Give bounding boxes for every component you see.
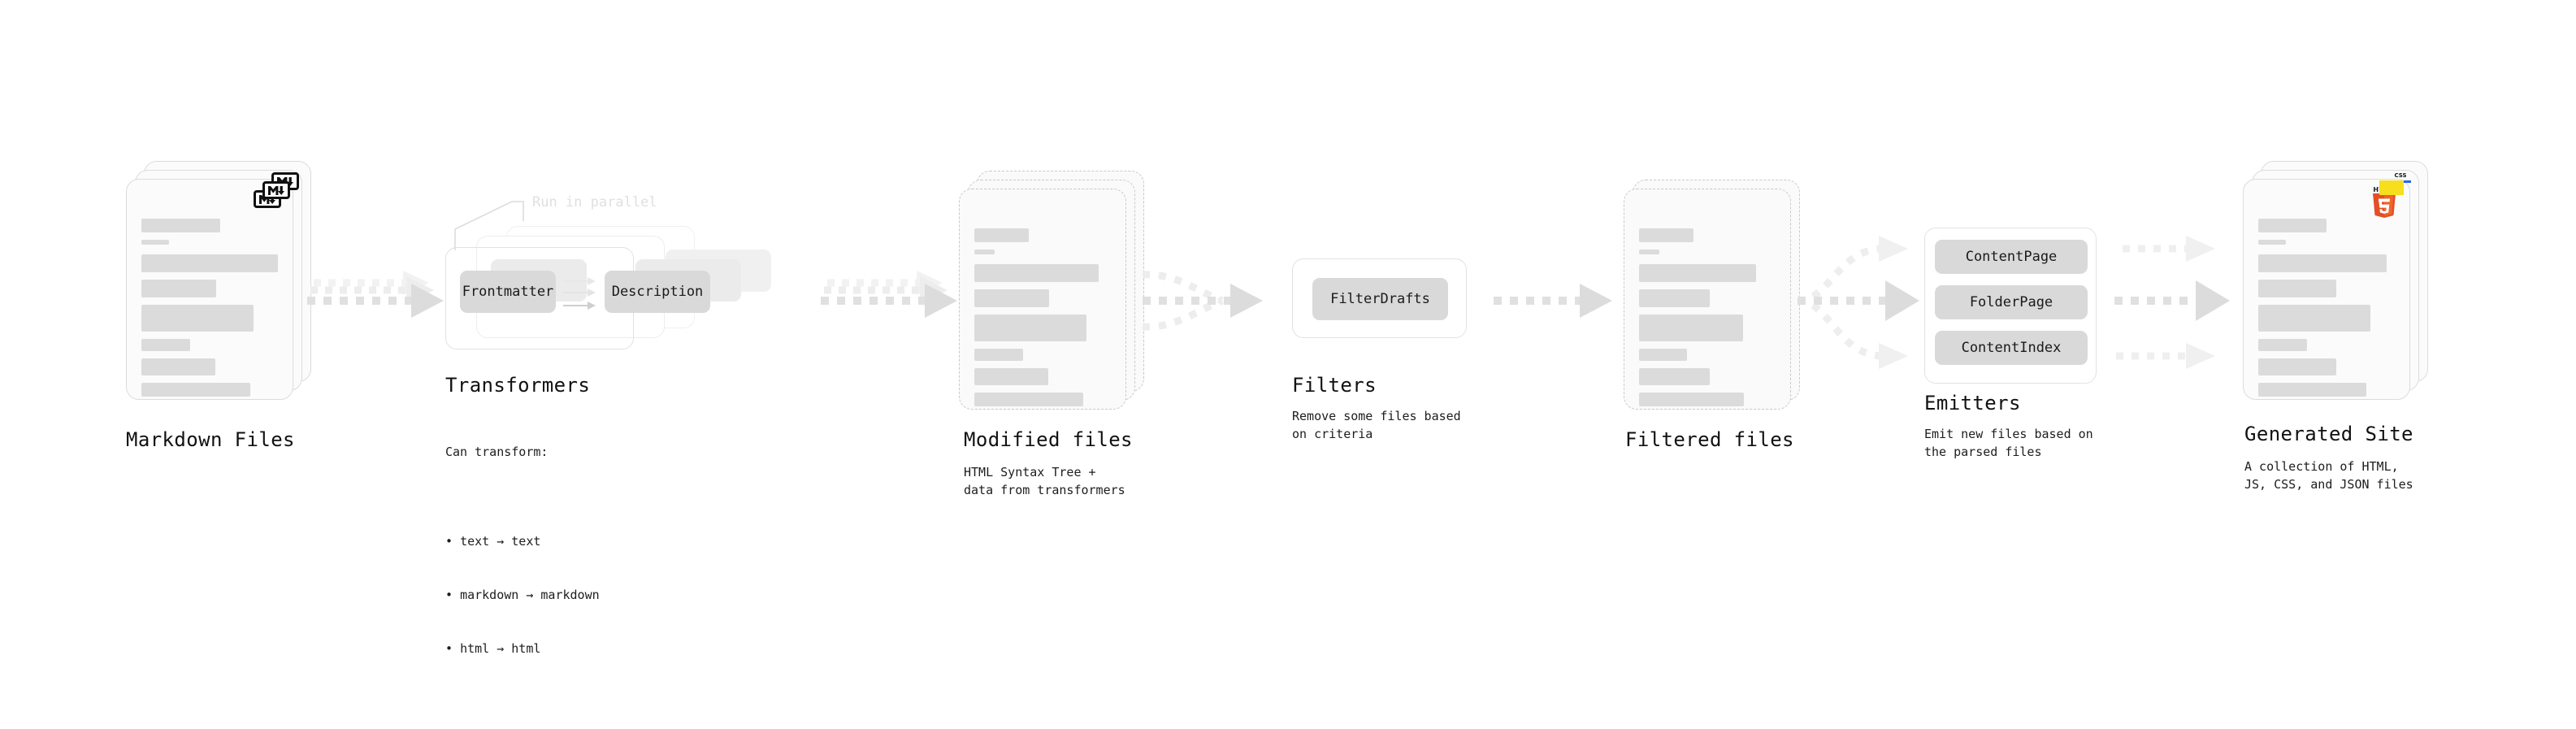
document-skeleton (1639, 228, 1776, 414)
document-card-filtered (1624, 189, 1791, 410)
stage-filtered-files (1624, 180, 1800, 410)
chip-folderpage[interactable]: FolderPage (1935, 285, 2088, 319)
transform-bullet-0: text → text (445, 532, 600, 550)
arrow-transformers-to-modified (821, 271, 957, 318)
chip-frontmatter[interactable]: Frontmatter (460, 271, 556, 313)
stage-subtitle-modified-files: HTML Syntax Tree + data from transformer… (964, 465, 1125, 497)
document-card-html: HTML (2243, 179, 2410, 400)
markdown-icon (262, 181, 290, 199)
document-card-markdown (126, 179, 293, 400)
stage-title-transformers: Transformers (445, 374, 591, 397)
js-icon (2379, 180, 2404, 195)
chip-description[interactable]: Description (605, 271, 710, 313)
transform-bullet-1: markdown → markdown (445, 586, 600, 604)
arrow-emitters-to-site (2114, 236, 2230, 369)
stage-title-filtered-files: Filtered files (1625, 428, 1794, 451)
stage-title-generated-site: Generated Site (2244, 423, 2413, 445)
transformer-inner-arrows (563, 277, 596, 310)
stage-subtitle-generated-site: A collection of HTML, JS, CSS, and JSON … (2244, 459, 2413, 492)
stage-title-emitters: Emitters (1924, 392, 2021, 414)
document-card-modified (959, 189, 1126, 410)
stage-subtitle-filters: Remove some files based on criteria (1292, 409, 1461, 441)
run-in-parallel-brace (454, 201, 524, 250)
arrow-markdown-to-transformers (307, 271, 444, 318)
pipeline-diagram: Markdown Files Run in parallel (0, 0, 2576, 681)
document-skeleton (974, 228, 1111, 414)
css-icon-label: CSS (2394, 172, 2407, 179)
stage-subtitle-transformers: Can transform: text → text markdown → ma… (445, 407, 600, 729)
run-in-parallel-label: Run in parallel (532, 194, 657, 210)
stage-generated-site: CSS HTML (2243, 161, 2428, 400)
stage-markdown-files (126, 161, 311, 400)
arrow-filters-to-filtered (1494, 284, 1612, 318)
stage-title-modified-files: Modified files (964, 428, 1133, 451)
transformer-layer-front: Frontmatter Description (445, 247, 710, 349)
chip-filterdrafts[interactable]: FilterDrafts (1312, 278, 1448, 320)
arrow-modified-to-filters (1142, 271, 1263, 331)
filters-box: FilterDrafts (1292, 258, 1467, 338)
transform-bullet-2: html → html (445, 640, 600, 657)
arrow-filtered-to-emitters (1797, 236, 1919, 369)
document-skeleton (2258, 219, 2395, 404)
document-skeleton (141, 219, 278, 404)
stage-title-filters: Filters (1292, 374, 1377, 397)
chip-contentindex[interactable]: ContentIndex (1935, 331, 2088, 365)
stage-subtitle-emitters: Emit new files based on the parsed files (1924, 427, 2093, 459)
stage-title-markdown-files: Markdown Files (126, 428, 295, 451)
chip-contentpage[interactable]: ContentPage (1935, 240, 2088, 274)
transform-head: Can transform: (445, 445, 549, 459)
stage-modified-files (959, 171, 1144, 410)
transform-bullets: text → text markdown → markdown html → h… (445, 497, 600, 693)
emitters-box: ContentPage FolderPage ContentIndex (1924, 228, 2097, 384)
